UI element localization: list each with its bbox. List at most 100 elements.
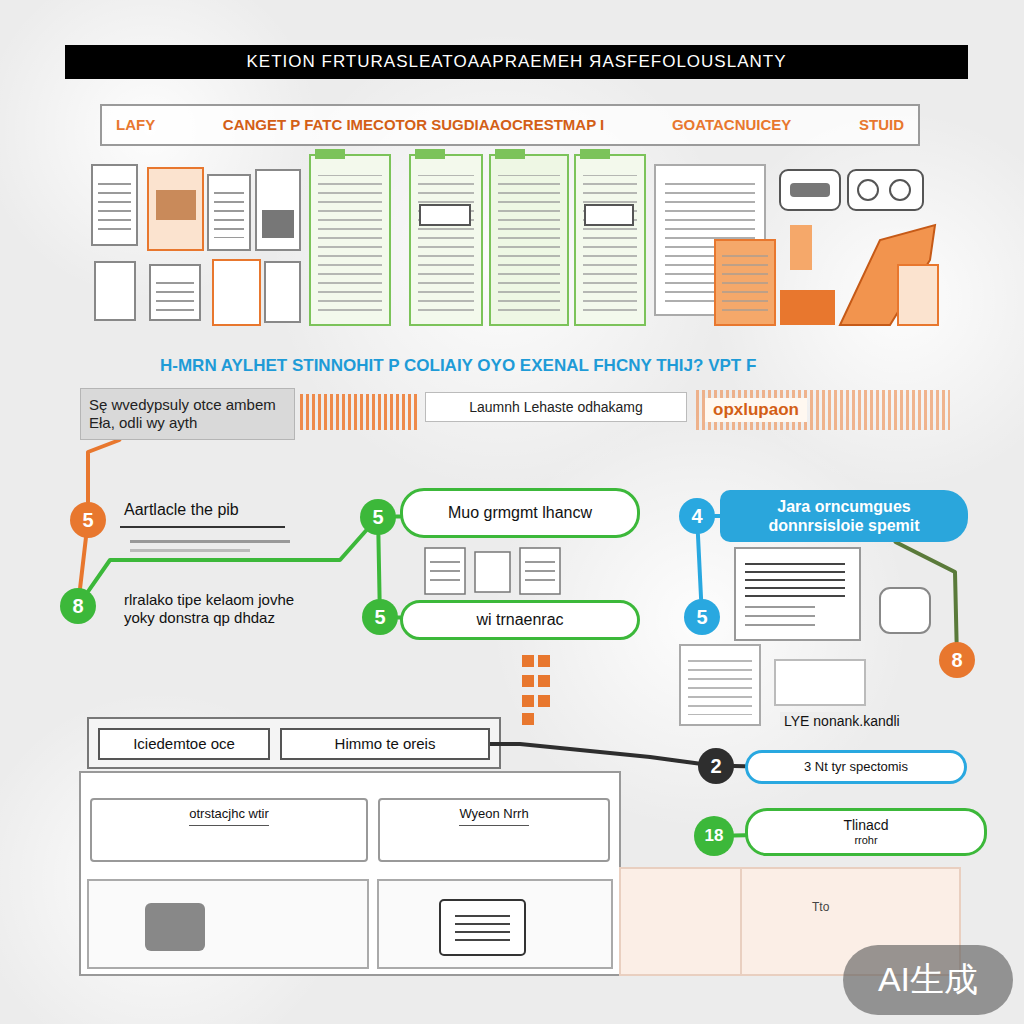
cabinet-lid [88,718,500,768]
doc-column [310,155,390,325]
doc-lines [98,180,131,235]
sketch [430,556,460,586]
orange-block [898,265,938,325]
node-text: 5 [696,605,707,629]
doc-field [585,205,633,225]
small-note: Tto [812,900,829,914]
connector [378,535,379,599]
connector [88,440,119,502]
sketch [520,548,560,594]
node-text: 5 [82,508,93,532]
orange-mark [538,655,550,667]
drawer [88,880,368,968]
node-text: Iciedemtoe oce [133,735,235,753]
process-box: Tlinacdrrohr [745,808,987,856]
sketch [525,556,555,586]
doc-icon [95,262,135,320]
orange-mark [522,655,534,667]
node-subtext: CANGET P FATC IMECOTOR SUGDIAAOCRESTMAP … [223,116,604,134]
orange-block [790,225,812,270]
orange-mark [522,695,534,707]
device-icon [145,903,205,951]
doc-column [410,155,482,325]
callout-number: 2 [698,748,734,784]
node-text: 5 [372,505,383,529]
node-text: 8 [951,648,962,672]
node-text: rlralako tipe kelaom jovhe yoky donstra … [124,591,320,627]
doc-icon [213,260,260,325]
doc-picture [262,210,294,238]
note-box: Sę wvedypsuly otce ambem Eła, odli wy ay… [80,388,295,440]
doc-column [490,155,568,325]
panel-divider [740,868,742,975]
doc-icon [148,168,203,250]
doc-page [775,660,865,705]
doc-lines [688,655,752,715]
device-icon [790,183,830,197]
doc-icon [92,165,137,245]
connector [734,764,745,768]
doc-tab [415,149,445,159]
connector [490,744,698,764]
doc-picture [156,190,196,220]
doc-lines [583,175,637,315]
orange-mark [522,675,534,687]
device-icon [848,170,923,210]
doc-page [735,548,860,640]
orange-mark [522,713,534,725]
device-icon [455,910,510,945]
watermark: AI生成 [843,945,1013,1015]
node-text: Sę wvedypsuly otce ambem Eła, odli wy ay… [89,396,286,432]
cabinet-panel: Wyeon Nrrh [378,798,610,862]
doc-lines [745,558,845,598]
callout-number: 4 [679,498,715,534]
process-box: Laumnh Lehaste odhakamg [425,392,687,422]
step-label: Aartlacle the pib [120,494,285,528]
title-text: KETION FRTURASLEATOAAPRAEMEH ЯASFEFOLOUS… [247,52,787,72]
orange-mark [538,675,550,687]
doc-field [420,205,470,225]
process-box: Muo grmgmt lhancw [400,488,640,538]
orange-note: opxlupaon [705,398,807,422]
sketch [475,552,510,592]
node-text: Aartlacle the pib [124,500,281,519]
node-text: Tlinacd [843,817,888,834]
connector [698,534,701,599]
device-icon [780,170,840,210]
doc-tab [580,149,610,159]
doc-icon [256,170,300,250]
connector [734,833,745,837]
node-text: Jara orncumgues donnrsisloie spemit [734,497,954,535]
callout-number: 18 [694,816,734,856]
node-text: 4 [691,504,702,528]
device-icon [880,588,930,633]
doc-icon [208,175,250,250]
rule-line [130,540,290,543]
process-bar: Jara orncumgues donnrsisloie spemit [720,490,968,542]
node-text: Wyeon Nrrh [459,806,528,826]
title-band: KETION FRTURASLEATOAAPRAEMEH ЯASFEFOLOUS… [65,45,968,79]
hatch-bar [297,394,420,430]
device-icon [440,900,525,955]
cabinet-label: Iciedemtoe oce [98,728,270,760]
doc-lines [745,605,815,630]
node-text: Himmo te oreis [335,735,436,753]
doc-icon [150,265,200,320]
doc-column [575,155,645,325]
cabinet-label: Himmo te oreis [280,728,490,760]
callout-number: 5 [684,599,720,635]
doc-icon [265,262,300,322]
node-text: 18 [705,826,724,846]
node-text: 5 [374,605,385,629]
connector [896,542,957,642]
process-box: wi trnaenrac [400,600,640,640]
header-band: LAFYCANGET P FATC IMECOTOR SUGDIAAOCREST… [100,104,920,146]
orange-block [715,240,775,325]
doc-page [680,645,760,725]
rule-line [130,549,250,552]
node-text: otrstacjhc wtir [189,806,268,826]
node-subtext: STUID [859,116,904,134]
doc-lines [498,175,560,315]
